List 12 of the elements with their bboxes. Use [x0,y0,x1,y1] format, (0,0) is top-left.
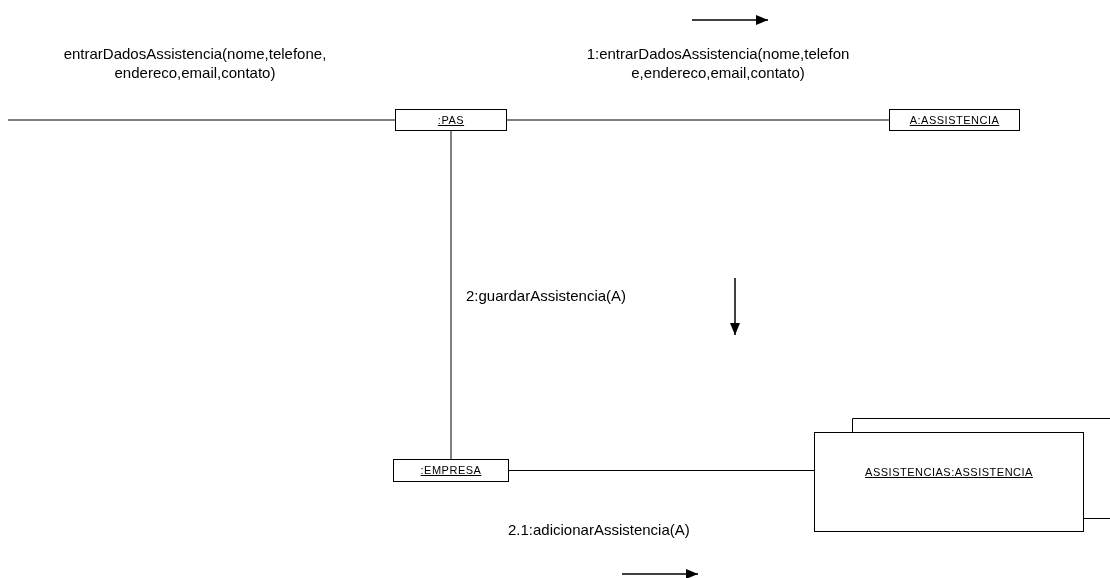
object-box [395,109,507,131]
object-name: A:ASSISTENCIA [909,112,1000,128]
object-box [393,459,509,482]
object-name: :PAS [437,112,465,128]
object-name: ASSISTENCIAS:ASSISTENCIA [865,464,1033,480]
association-line [7,119,396,121]
association-line [508,470,815,471]
object-name: :EMPRESA [420,463,482,479]
multi-object-box [814,418,1110,532]
object-box [889,109,1020,131]
association-line [450,130,452,460]
association-line [506,119,890,121]
